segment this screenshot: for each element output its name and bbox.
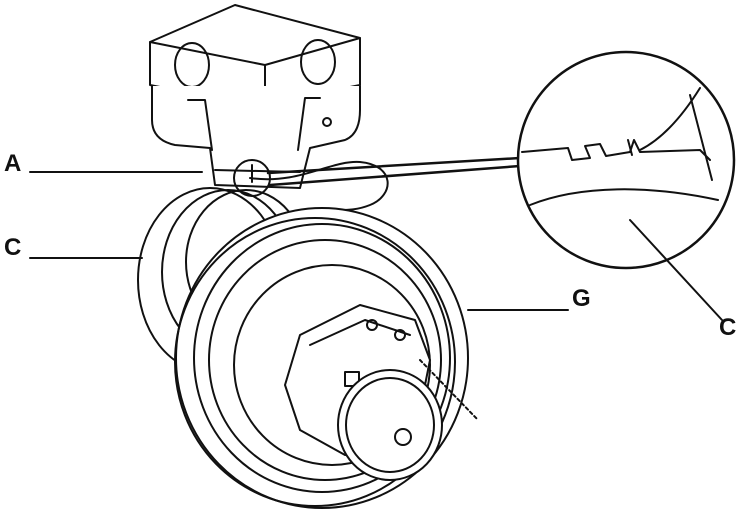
leader-c-right [629, 219, 723, 321]
callout-g: G [572, 285, 591, 312]
lens-housing [337, 369, 443, 481]
knockout-right [300, 39, 336, 85]
callout-c-left: C [4, 234, 22, 261]
callout-a: A [4, 150, 22, 177]
camera-module [284, 304, 479, 481]
detail-highlight [233, 159, 271, 197]
junction-box [149, 4, 361, 189]
callout-c-right: C [719, 314, 737, 341]
lens [394, 428, 412, 446]
magnified-detail [516, 50, 736, 270]
bracket-screw [322, 117, 332, 127]
